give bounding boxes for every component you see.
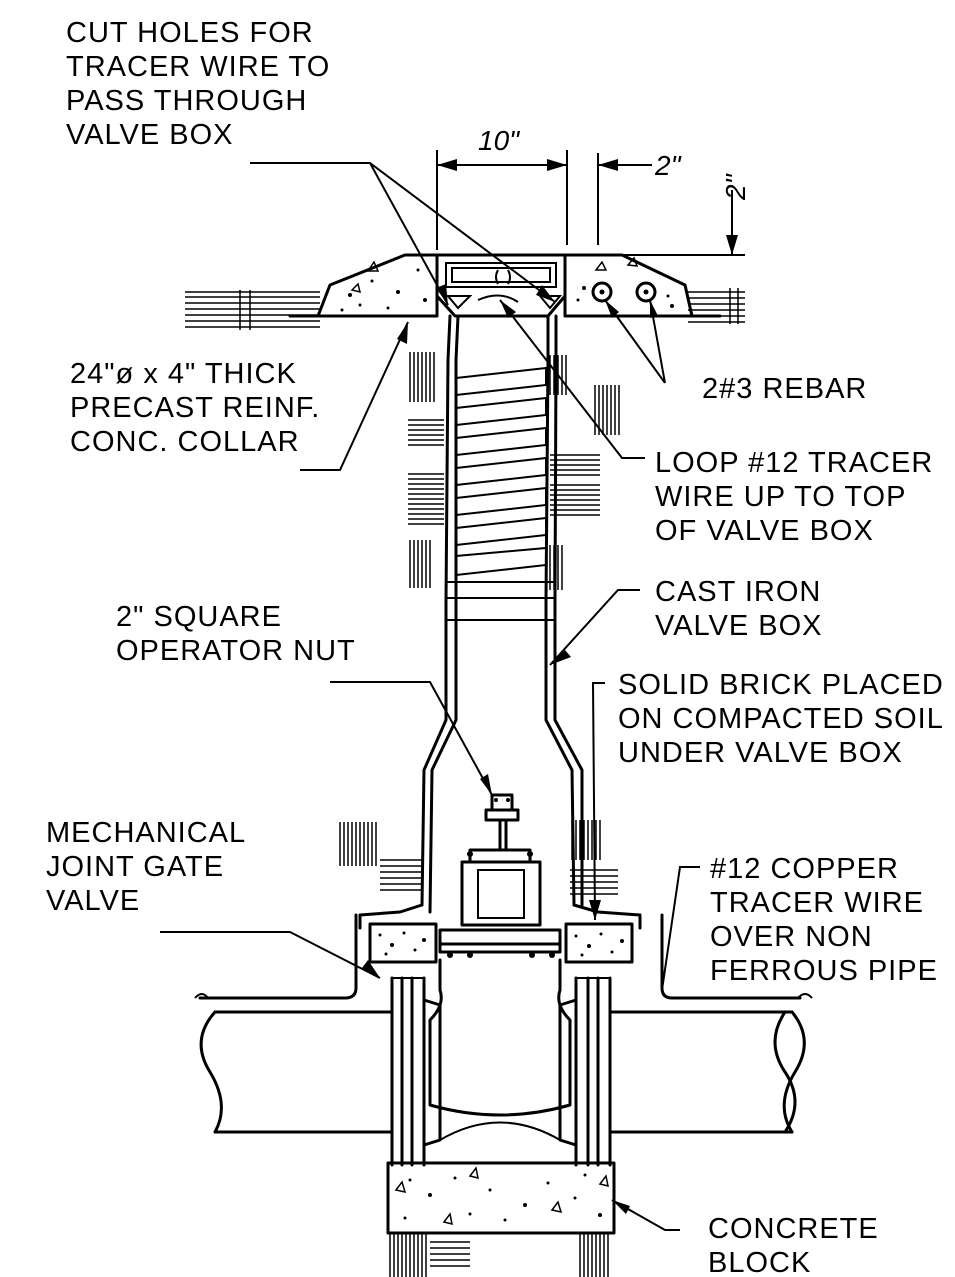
label-line: FERROUS PIPE xyxy=(710,955,938,987)
label-tracer-loop: LOOP #12 TRACER WIRE UP TO TOP OF VALVE … xyxy=(655,447,933,547)
solid-bricks xyxy=(368,922,634,964)
label-line: OPERATOR NUT xyxy=(116,635,356,667)
gate-valve xyxy=(390,793,612,1167)
label-line: TRACER WIRE xyxy=(710,887,924,919)
valve-box-lid xyxy=(435,253,567,318)
label-line: BLOCK xyxy=(708,1247,811,1277)
label-line: UNDER VALVE BOX xyxy=(618,737,903,769)
label-line: SOLID BRICK PLACED xyxy=(618,669,944,701)
label-rebar: 2#3 REBAR xyxy=(702,373,867,405)
rebar xyxy=(591,281,657,303)
label-line: CUT HOLES FOR xyxy=(66,17,314,49)
label-line: VALVE BOX xyxy=(655,610,823,642)
label-brick: SOLID BRICK PLACED ON COMPACTED SOIL UND… xyxy=(618,669,944,769)
label-line: TRACER WIRE TO xyxy=(66,51,330,83)
valve-box-threads xyxy=(455,366,547,577)
label-line: CAST IRON xyxy=(655,576,821,608)
label-line: 2#3 REBAR xyxy=(702,373,867,405)
label-line: 2" SQUARE xyxy=(116,601,282,633)
label-valve-box: CAST IRON VALVE BOX xyxy=(655,576,823,642)
label-line: OF VALVE BOX xyxy=(655,515,874,547)
concrete-block xyxy=(386,1161,616,1235)
label-line: OVER NON xyxy=(710,921,873,953)
label-collar: 24"ø x 4" THICK PRECAST REINF. CONC. COL… xyxy=(70,358,320,458)
label-line: VALVE xyxy=(46,885,140,917)
label-operator-nut: 2" SQUARE OPERATOR NUT xyxy=(116,601,356,667)
cast-iron-valve-box xyxy=(358,314,642,930)
label-line: ON COMPACTED SOIL xyxy=(618,703,944,735)
label-line: CONCRETE xyxy=(708,1213,879,1245)
collar-aggregate xyxy=(340,268,674,312)
label-line: PRECAST REINF. xyxy=(70,392,320,424)
label-line: CONC. COLLAR xyxy=(70,426,300,458)
label-line: WIRE UP TO TOP xyxy=(655,481,906,513)
label-line: PASS THROUGH xyxy=(66,85,307,117)
label-line: JOINT GATE xyxy=(46,851,224,883)
label-line: 24"ø x 4" THICK xyxy=(70,358,297,390)
label-line: #12 COPPER xyxy=(710,853,899,885)
label-gate-valve: MECHANICAL JOINT GATE VALVE xyxy=(46,817,246,917)
dimension-lines xyxy=(436,150,745,256)
dim-box-width: 10" xyxy=(478,125,520,156)
dim-collar-height: 2" xyxy=(720,173,751,201)
leader-lines xyxy=(160,162,700,1231)
label-concrete-block: CONCRETE BLOCK xyxy=(708,1213,879,1277)
leader-arrows xyxy=(362,284,658,1214)
label-line: LOOP #12 TRACER xyxy=(655,447,933,479)
dim-collar-offset: 2" xyxy=(654,150,682,181)
ground-hatching xyxy=(185,288,745,1277)
label-line: MECHANICAL xyxy=(46,817,246,849)
label-cut-holes: CUT HOLES FOR TRACER WIRE TO PASS THROUG… xyxy=(66,17,330,151)
pipe xyxy=(199,1010,806,1134)
label-line: VALVE BOX xyxy=(66,119,234,151)
label-copper-wire: #12 COPPER TRACER WIRE OVER NON FERROUS … xyxy=(710,853,938,987)
